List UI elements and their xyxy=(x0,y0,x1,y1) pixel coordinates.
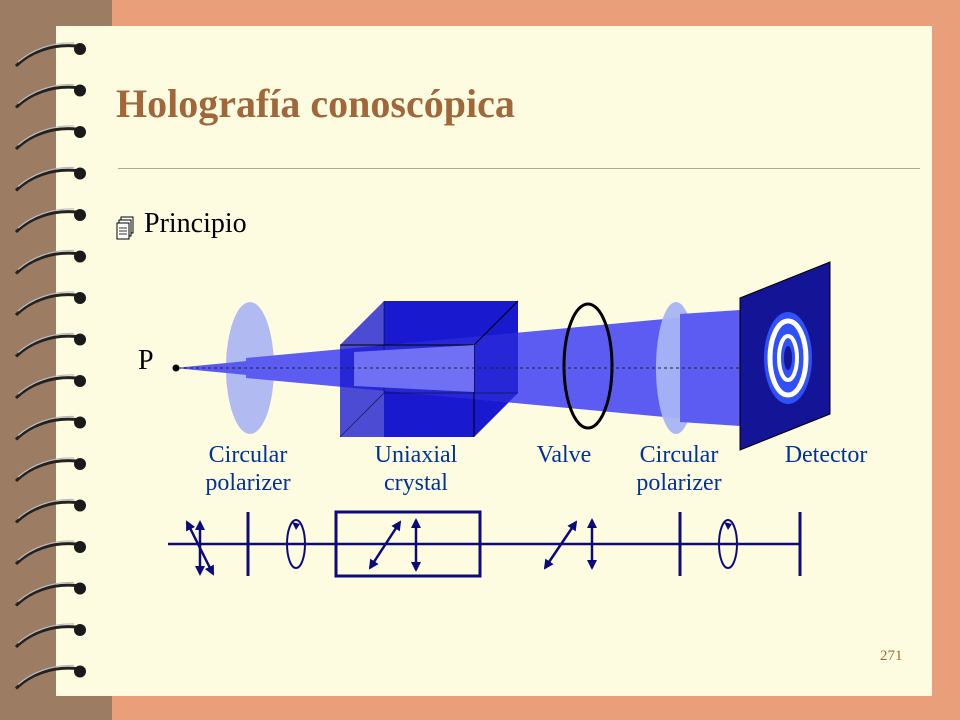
spiral-ring-highlight xyxy=(17,581,75,602)
spiral-ring xyxy=(14,417,77,441)
spiral-ring-highlight xyxy=(17,42,75,63)
spiral-hole xyxy=(74,43,86,55)
spiral-ring-highlight xyxy=(17,623,75,644)
spiral-ring xyxy=(14,666,77,690)
spiral-ring-highlight xyxy=(17,332,75,353)
point-p xyxy=(172,364,180,372)
label-line: Uniaxial xyxy=(374,442,458,468)
spiral-ring-highlight xyxy=(17,249,75,270)
spiral-ring xyxy=(14,500,77,524)
label-circular-polarizer-1: Circular polarizer xyxy=(194,441,302,497)
spiral-hole xyxy=(74,167,86,180)
spiral-ring-highlight xyxy=(17,166,75,187)
spiral-hole xyxy=(74,416,86,429)
spiral-hole xyxy=(74,458,86,470)
polarization-schematic xyxy=(168,510,802,578)
point-label: P xyxy=(138,345,154,376)
valve xyxy=(562,302,614,430)
spiral-ring xyxy=(14,459,77,483)
spiral-ring xyxy=(14,85,77,109)
spiral-hole xyxy=(74,624,86,636)
spiral-ring-highlight xyxy=(17,125,75,146)
spiral-ring-highlight xyxy=(17,291,75,312)
spiral-hole xyxy=(74,250,86,263)
spiral-hole xyxy=(74,333,86,346)
polarization-arrows xyxy=(185,518,597,576)
spiral-ring-highlight xyxy=(17,83,75,104)
spiral-hole xyxy=(74,375,86,387)
spiral-hole xyxy=(74,499,86,512)
slide-title: Holografía conoscópica xyxy=(116,81,515,126)
spiral-ring xyxy=(14,583,77,607)
spiral-binding xyxy=(14,42,86,690)
page-number: 271 xyxy=(880,648,903,664)
label-line: polarizer xyxy=(636,470,722,496)
spiral-ring xyxy=(14,127,77,151)
label-line: Detector xyxy=(784,442,868,468)
spiral-ring xyxy=(14,334,77,358)
label-uniaxial-crystal: Uniaxial crystal xyxy=(362,441,470,497)
label-line: polarizer xyxy=(205,470,291,496)
spiral-ring xyxy=(14,44,77,68)
spiral-ring xyxy=(14,251,77,275)
notepad-bullet-icon xyxy=(116,216,134,240)
spiral-ring xyxy=(14,293,77,317)
spiral-ring xyxy=(14,542,77,566)
label-line: crystal xyxy=(384,470,448,496)
label-circular-polarizer-2: Circular polarizer xyxy=(624,441,734,497)
spiral-ring-highlight xyxy=(17,540,75,561)
spiral-ring xyxy=(14,376,77,400)
spiral-hole xyxy=(74,541,86,553)
spiral-ring-highlight xyxy=(17,498,75,519)
spiral-ring-highlight xyxy=(17,415,75,436)
bullet-principio: Principio xyxy=(144,208,247,239)
spiral-ring xyxy=(14,625,77,649)
spiral-hole xyxy=(74,292,86,304)
label-detector: Detector xyxy=(774,441,878,469)
spiral-ring-highlight xyxy=(17,664,75,685)
spiral-hole xyxy=(74,126,86,138)
label-line: Circular xyxy=(639,442,719,468)
label-line: Valve xyxy=(536,442,592,468)
spiral-ring xyxy=(14,168,77,192)
label-line: Circular xyxy=(208,442,288,468)
spiral-hole xyxy=(74,582,86,595)
spiral-ring-highlight xyxy=(17,457,75,478)
spiral-hole xyxy=(74,665,86,678)
spiral-hole xyxy=(74,84,86,97)
spiral-hole xyxy=(74,209,86,221)
title-divider xyxy=(118,168,920,169)
spiral-ring-highlight xyxy=(17,208,75,229)
spiral-ring xyxy=(14,210,77,234)
label-valve: Valve xyxy=(528,441,600,469)
spiral-ring-highlight xyxy=(17,374,75,395)
